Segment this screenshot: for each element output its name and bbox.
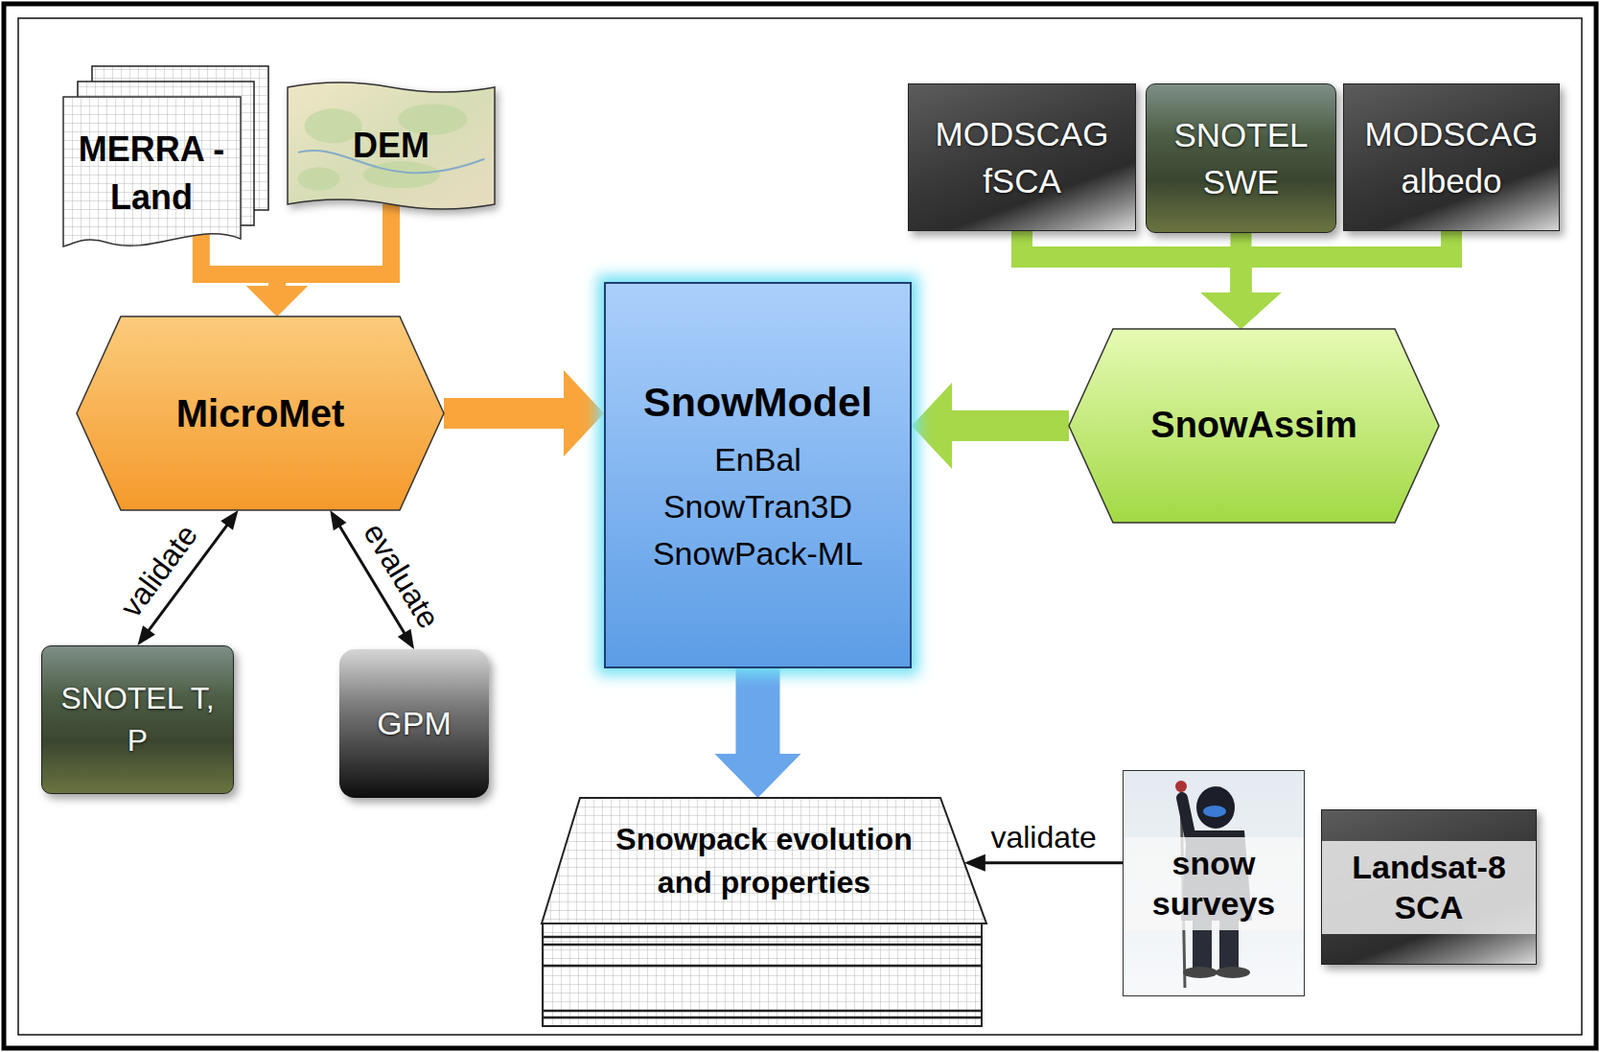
connector-line — [976, 860, 1123, 864]
image-tile: Landsat-8 SCA — [1321, 809, 1537, 965]
photo-tile: snow surveys — [1122, 769, 1305, 997]
image-tile: MODSCAG albedo — [1343, 83, 1560, 232]
shape-fill — [63, 96, 241, 247]
arrow-head — [220, 510, 238, 531]
shape-fill — [76, 316, 444, 511]
edge-label: validate — [113, 515, 208, 626]
arrow-head — [397, 628, 415, 650]
arrow-head — [1201, 292, 1282, 329]
connector-arrow — [964, 854, 1123, 872]
arrow-head — [246, 285, 308, 317]
photo-tile: SNOTEL SWE — [1145, 83, 1337, 233]
arrow-head — [246, 285, 308, 317]
node-label: Snowpack evolution and properties — [591, 817, 937, 905]
edge-label: validate — [987, 820, 1099, 855]
trap-outline — [541, 797, 987, 924]
node-label: DEM — [352, 122, 430, 170]
shape-fill — [541, 797, 987, 924]
outer-frame — [3, 3, 1597, 1048]
node-label: MODSCAG albedo — [1353, 110, 1551, 205]
arrow-head — [1201, 292, 1282, 329]
person-goggles — [1203, 805, 1227, 817]
node-label: SnowAssim — [1150, 400, 1357, 450]
data-page-stack: MERRA -Land — [63, 96, 241, 251]
node-label: SNOTEL T, P — [58, 677, 217, 761]
data-source-box: GPM — [339, 649, 489, 798]
survey-photo — [1123, 769, 1304, 997]
terrain-patch — [297, 167, 340, 191]
inner-frame — [18, 18, 1582, 1035]
person-head — [1196, 786, 1235, 829]
photo-tile: SNOTEL T, P — [41, 645, 234, 794]
connector-line — [443, 397, 580, 429]
connector-arrow — [715, 668, 802, 798]
shape-fill — [287, 82, 495, 209]
connector-line — [277, 204, 392, 299]
shape-fill — [1068, 328, 1439, 523]
snowshoe — [1182, 966, 1218, 978]
node-label: snow surveys — [1123, 836, 1304, 930]
connector-arrow — [1201, 231, 1453, 329]
arrow-head — [1201, 292, 1282, 329]
process-hexagon: MicroMet — [76, 316, 444, 511]
node-label: Landsat-8 SCA — [1321, 840, 1536, 934]
node-label: GPM — [376, 701, 451, 746]
arrow-head — [715, 753, 802, 798]
edge-label: evaluate — [354, 514, 447, 637]
arrow-head — [563, 370, 604, 457]
snow-layer-lines — [542, 936, 982, 1018]
node-label: SNOTEL SWE — [1157, 111, 1325, 206]
connector-arrow — [443, 370, 604, 457]
node-label: MERRA -Land — [72, 125, 232, 223]
output-layer: Snowpack evolution and properties — [541, 797, 987, 924]
arrow-head — [329, 510, 347, 531]
snow-layer-stack — [542, 923, 982, 1026]
map-tile: DEM — [287, 79, 495, 212]
node-body-text: EnBal SnowTran3D SnowPack-ML — [643, 436, 874, 579]
probe-handle — [1175, 780, 1187, 792]
process-hexagon: SnowAssim — [1068, 328, 1439, 523]
arrow-head — [911, 382, 952, 469]
connector-arrow — [911, 382, 1069, 469]
connector-arrow — [246, 204, 392, 317]
node-label: SnowModel — [643, 371, 873, 432]
node-label: MODSCAG fSCA — [921, 110, 1123, 205]
page-outline — [63, 96, 241, 251]
model-box: SnowModelEnBal SnowTran3D SnowPack-ML — [603, 281, 912, 669]
snowshoe — [1215, 966, 1251, 978]
arrow-head — [138, 625, 156, 646]
node-label: MicroMet — [176, 387, 346, 440]
image-tile: MODSCAG fSCA — [907, 83, 1137, 232]
connector-line — [935, 410, 1069, 441]
